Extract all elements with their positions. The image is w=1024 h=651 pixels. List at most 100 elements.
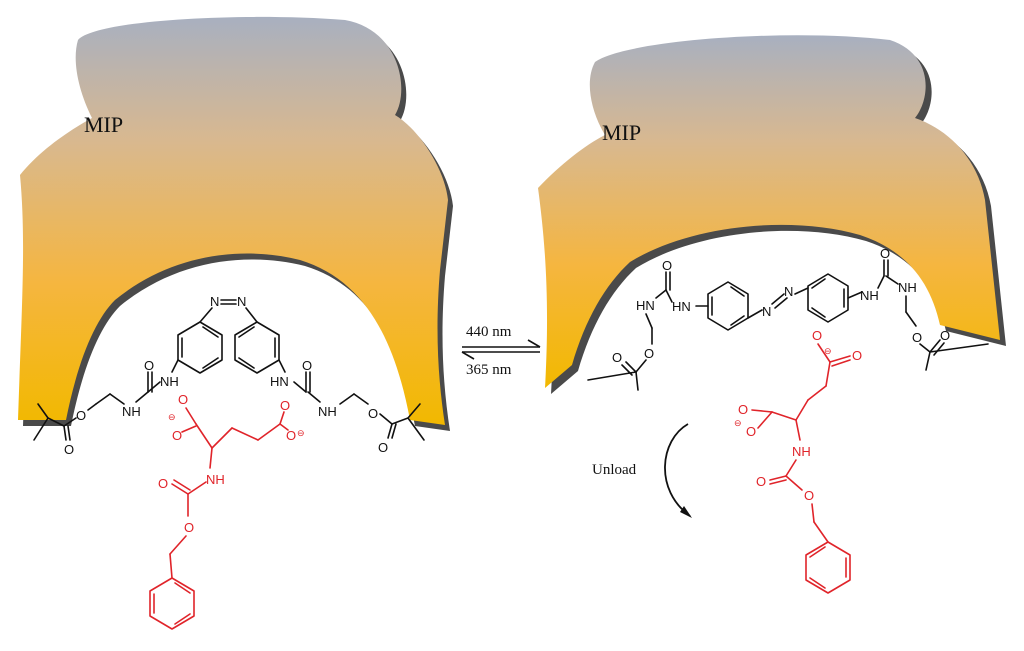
- left-carboxyl-o-1: O: [738, 402, 748, 417]
- bond-alpha-carboxyl: [771, 411, 797, 421]
- reverse-arrow-head: [461, 351, 475, 360]
- template-released-right: O ⊖ O O ⊖ O NH O O: [734, 328, 862, 594]
- trans-azo-bond-1: [747, 309, 763, 319]
- trans-ring-right-inner-2: [811, 307, 826, 318]
- bond-carbamate-co-2: [173, 479, 191, 491]
- trans-azo-double: [771, 293, 785, 305]
- carbamate-o-left: O: [158, 476, 168, 491]
- bond-carboxyl-left-b: [181, 425, 197, 433]
- bond-hn-ch2-left-r: [645, 313, 653, 329]
- bond-ch2-o-left: [87, 403, 97, 411]
- bond-top-carboxyl-a: [817, 343, 831, 363]
- carbamate-ester-o-right: O: [804, 488, 814, 503]
- bond-chain-left-r: [587, 371, 637, 381]
- nh-left-outer: NH: [122, 404, 141, 419]
- benzene-ring-right: [234, 321, 280, 374]
- bond-left-carboxyl-b: [757, 411, 773, 429]
- bond-carboxyl-right-b: [279, 423, 289, 431]
- hn-right-side-inner: HN: [672, 299, 691, 314]
- mip-label-right: MIP: [602, 120, 641, 145]
- bond-co-right-2: [391, 423, 397, 439]
- bond-o-benzyl: [169, 535, 187, 555]
- bond-nh-carbonyl-left: [147, 381, 161, 393]
- mip-label-left: MIP: [84, 112, 123, 137]
- template-bound-left: ⊖ O O O O ⊖ NH O O: [149, 392, 305, 630]
- ring-left-inner-3: [202, 326, 219, 338]
- bond-ring-nh-right: [278, 359, 286, 373]
- bond-carbamate-o-r: [785, 475, 803, 491]
- bond-carbamate-co-r: [769, 475, 787, 481]
- trans-azo-n-1: N: [762, 304, 771, 319]
- trans-ring-left-inner-3: [730, 286, 745, 297]
- bond-hn-carbonyl-right: [293, 381, 307, 393]
- bond-o-c-right-r: [919, 343, 931, 353]
- bond-co-right-r: [929, 339, 941, 353]
- trans-azo-n-2: N: [784, 284, 793, 299]
- forward-wavelength-label: 440 nm: [466, 324, 512, 340]
- charge-right-1: ⊖: [297, 428, 305, 438]
- bond-nh-ch2-right: [339, 393, 355, 405]
- bond-nh-carbonyl-right-r: [877, 275, 885, 289]
- bond-methyl-right: [407, 403, 421, 419]
- nh-template-right: NH: [792, 444, 811, 459]
- mip-block-left: [18, 16, 453, 431]
- charge-left-1: ⊖: [168, 412, 176, 422]
- carboxyl-o-right-1: O: [280, 398, 290, 413]
- azo-n-2: N: [237, 294, 246, 309]
- bond-chain-right: [407, 417, 425, 441]
- bond-carboxyl-alpha: [195, 423, 213, 449]
- hn-right-side-outer: HN: [636, 298, 655, 313]
- azo-bond-left: [199, 307, 213, 323]
- nh-left-inner: NH: [160, 374, 179, 389]
- bond-carbamate-co-r-2: [769, 479, 787, 485]
- bond-methyl-left: [37, 403, 49, 419]
- bond-alpha-beta: [211, 427, 233, 449]
- ester-o-right: O: [368, 406, 378, 421]
- benzyl-inner-3: [174, 582, 191, 594]
- bond-carbonyl-nh-left: [135, 391, 149, 403]
- bond-o-c-left-r: [635, 359, 647, 373]
- bond-top-carboxyl-b: [829, 355, 851, 363]
- bond-o-c-left: [63, 417, 77, 427]
- bond-benzyl-ring: [169, 553, 173, 579]
- carboxyl-o-left-1: O: [178, 392, 188, 407]
- azo-bond-right: [245, 307, 258, 323]
- benzyl-ring-right: [805, 541, 851, 594]
- forward-arrow-head: [527, 339, 541, 348]
- ester-o-left-r: O: [644, 346, 654, 361]
- equilibrium-arrows: 440 nm 365 nm: [461, 324, 541, 378]
- crosslinker-cis-left: N N NH O NH O O HN: [33, 294, 425, 457]
- trans-ring-left: [707, 281, 749, 331]
- benzene-ring-left: [177, 321, 223, 374]
- nh-right-side-inner: NH: [860, 288, 879, 303]
- bond-alpha-nh: [209, 447, 213, 469]
- mip-block-left-body: [18, 16, 448, 425]
- bond-top-carboxyl-b-2: [831, 359, 851, 367]
- bond-nh-carbamate: [187, 481, 207, 495]
- bond-alpha-nh-r: [795, 419, 801, 441]
- bond-carbamate-co: [171, 483, 189, 495]
- ring-right-inner-2: [238, 357, 255, 369]
- bond-beta-alpha: [795, 399, 809, 421]
- trans-ring-right-inner-3: [811, 278, 826, 289]
- bond-ch2-ch2-right-r: [905, 311, 917, 327]
- reverse-wavelength-label: 365 nm: [466, 362, 512, 378]
- bond-chain-right-r: [929, 343, 989, 353]
- bond-ch2-ch2-right: [353, 393, 369, 405]
- carbamate-o-right: O: [756, 474, 766, 489]
- nh-right-outer: NH: [318, 404, 337, 419]
- mip-block-right-body: [538, 35, 1000, 388]
- urea-o-right: O: [302, 358, 312, 373]
- hn-right-inner: HN: [270, 374, 289, 389]
- ester-o-left: O: [76, 408, 86, 423]
- bond-co-left-r: [625, 361, 637, 373]
- top-charge: ⊖: [824, 346, 832, 356]
- ester-carbonyl-o-left: O: [64, 442, 74, 457]
- left-charge: ⊖: [734, 418, 742, 428]
- bond-carboxyl-left-a: [185, 407, 197, 425]
- bond-carboxyl-right-a: [279, 411, 285, 425]
- top-carboxyl-o-1: O: [812, 328, 822, 343]
- urea-o-left: O: [144, 358, 154, 373]
- nh-right-side-outer: NH: [898, 280, 917, 295]
